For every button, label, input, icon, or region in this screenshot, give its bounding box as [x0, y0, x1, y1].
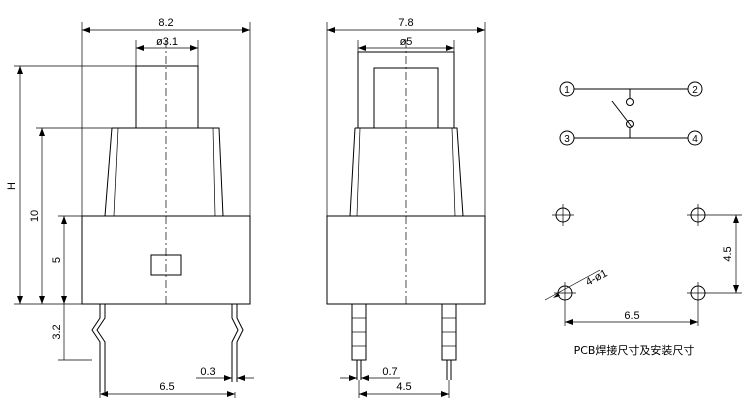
- front-body-outline: [81, 40, 251, 306]
- pcb-layout: 4-ø1 6.5 4.5 PCB焊接尺寸及安装尺寸: [544, 204, 742, 357]
- front-dimension-lines: [17, 27, 254, 397]
- front-10-label: 10: [29, 210, 41, 222]
- pin-2-circle: [687, 81, 703, 97]
- side-pin-pitch-label: 4.5: [396, 381, 411, 393]
- side-width-label: 7.8: [398, 17, 413, 29]
- pcb-hole-label: 4-ø1: [584, 267, 610, 288]
- side-button-dia-label: ø5: [400, 36, 413, 48]
- front-view: 8.2 ø3.1 H 10 5 3.2 0.3 6.5: [6, 17, 254, 398]
- front-height-label: H: [6, 182, 18, 190]
- switch-blade: [611, 100, 633, 128]
- switch-schematic: 1 2 3 4: [559, 81, 703, 146]
- pin-4-circle: [687, 130, 703, 146]
- front-pin-pitch-label: 6.5: [159, 381, 174, 393]
- pin-1-circle: [559, 81, 575, 97]
- pcb-hole-top-right: [687, 204, 709, 226]
- side-pins: [351, 303, 457, 380]
- pcb-pitch-v-label: 4.5: [722, 246, 734, 261]
- pin-3-label: 3: [564, 134, 570, 145]
- front-5-label: 5: [51, 257, 63, 263]
- switch-contact-bottom: [626, 120, 634, 128]
- front-pin-thk-label: 0.3: [200, 366, 215, 378]
- pin-2-label: 2: [692, 85, 698, 96]
- pcb-pitch-h-label: 6.5: [624, 310, 639, 322]
- side-extension-lines: [326, 22, 486, 398]
- front-pins: [91, 304, 244, 392]
- pin-3-circle: [559, 130, 575, 146]
- pin-1-label: 1: [564, 85, 570, 96]
- front-lead-label: 3.2: [51, 324, 63, 339]
- side-view: 7.8 ø5 0.7 4.5: [326, 17, 486, 398]
- pin-4-label: 4: [692, 134, 698, 145]
- pcb-caption: PCB焊接尺寸及安装尺寸: [574, 343, 695, 357]
- switch-contact-top: [626, 98, 634, 106]
- side-body-outline: [326, 40, 486, 306]
- side-pin-thk-label: 0.7: [382, 366, 397, 378]
- pcb-hole-top-left: [552, 204, 574, 226]
- side-dimension-lines: [327, 27, 485, 397]
- front-width-label: 8.2: [158, 17, 173, 29]
- front-button-dia-label: ø3.1: [156, 36, 178, 48]
- pcb-hole-leader: [544, 269, 601, 301]
- pcb-hole-bottom-right: [687, 282, 709, 304]
